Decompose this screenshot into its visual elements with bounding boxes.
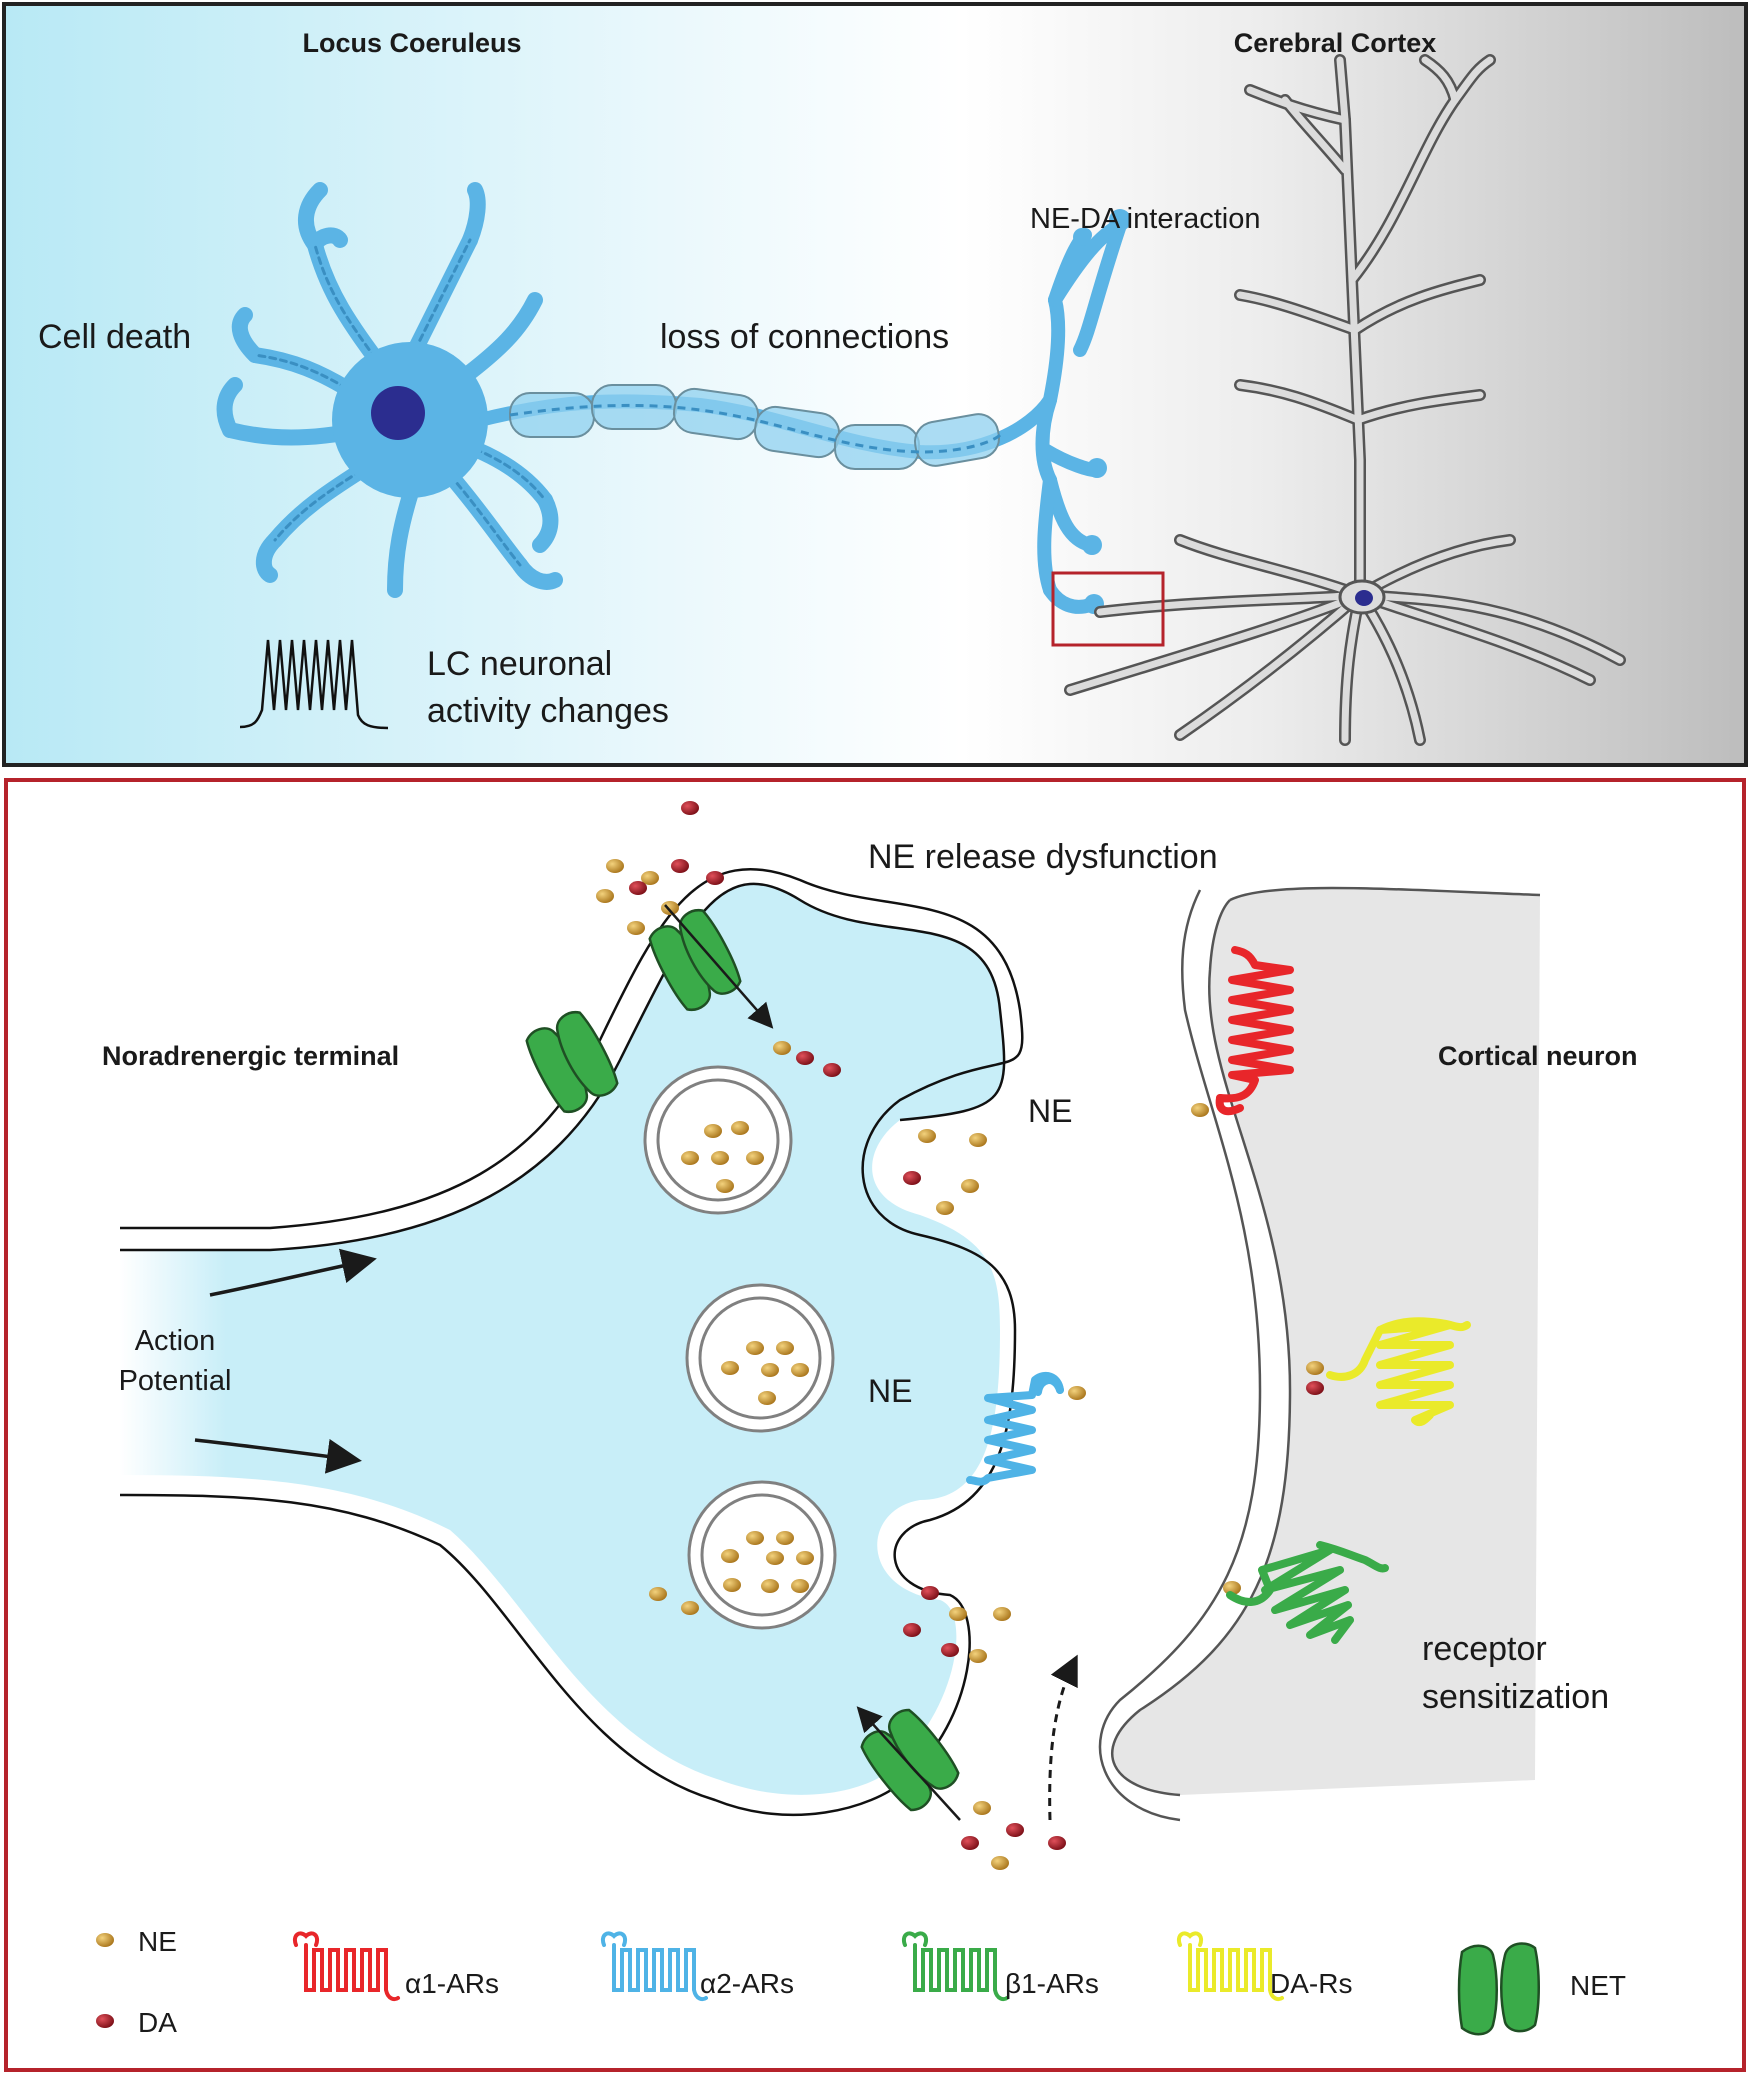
- ap-arrow-1: [209, 1248, 377, 1297]
- label-action: Action: [135, 1325, 216, 1357]
- label-cortical-neuron: Cortical neuron: [1438, 1041, 1638, 1071]
- legend-da-label: DA: [138, 2007, 177, 2038]
- dashed-arrow: [1048, 1654, 1078, 1821]
- beta1-receptor: [1226, 1541, 1389, 1644]
- label-potential: Potential: [119, 1365, 232, 1397]
- legend-alpha1-icon: [293, 1931, 400, 2001]
- legend-net-icon: [1457, 1942, 1540, 2036]
- reuptake-arrow: [856, 1706, 961, 1821]
- cortical-neuron: [1112, 888, 1540, 1795]
- label-sensitization: sensitization: [1422, 1678, 1609, 1716]
- label-ne-da-interaction: NE-DA interaction: [1030, 203, 1261, 235]
- alpha1-receptor: [1215, 946, 1294, 1116]
- lc-nucleus: [371, 386, 425, 440]
- legend-net-label: NET: [1570, 1970, 1626, 2001]
- alpha2-receptor: [966, 1371, 1064, 1486]
- lc-axon: [478, 209, 1131, 614]
- legend-dars-label: DA-Rs: [1270, 1968, 1352, 1999]
- dars-receptor: [1326, 1317, 1471, 1427]
- release-arrow: [664, 904, 774, 1029]
- legend-beta1-icon: [902, 1931, 1009, 2001]
- bottom-panel: NE release dysfunction Noradrenergic ter…: [4, 778, 1746, 2072]
- label-activity-line2: activity changes: [427, 692, 669, 730]
- label-noradrenergic-terminal: Noradrenergic terminal: [102, 1041, 399, 1071]
- terminal-membrane-outer: [119, 868, 1024, 1817]
- label-cell-death: Cell death: [38, 318, 191, 356]
- spike-trace: [239, 639, 389, 730]
- legend-alpha1-label: α1-ARs: [405, 1968, 499, 1999]
- cortical-membrane-outer: [1098, 889, 1262, 1822]
- label-loss-of-connections: loss of connections: [660, 318, 949, 356]
- label-release-dysfunction: NE release dysfunction: [868, 838, 1218, 876]
- label-receptor: receptor: [1422, 1630, 1547, 1668]
- label-ne-vesicle: NE: [868, 1373, 912, 1409]
- label-locus-coeruleus: Locus Coeruleus: [302, 28, 521, 58]
- ap-arrow-2: [194, 1438, 362, 1474]
- cortical-neuron-top: [1064, 54, 1626, 746]
- legend: NE DA α1-ARs α2-ARs β1-ARs DA-Rs: [96, 1926, 1626, 2038]
- vesicle-2: [685, 1283, 835, 1433]
- label-ne-cleft: NE: [1028, 1093, 1072, 1129]
- legend-beta1-label: β1-ARs: [1005, 1968, 1099, 1999]
- terminal-membrane-inner: [120, 882, 1006, 1252]
- label-activity-line1: LC neuronal: [427, 645, 612, 683]
- legend-dars-icon: [1177, 1931, 1284, 2001]
- label-cerebral-cortex: Cerebral Cortex: [1234, 28, 1437, 58]
- legend-ne-label: NE: [138, 1926, 177, 1957]
- synapse-highlight-box: [1051, 571, 1165, 647]
- vesicle-1: [643, 1065, 793, 1215]
- cortical-membrane-inner: [1111, 886, 1541, 1797]
- arrows: [194, 904, 1078, 1821]
- top-panel: Locus Coeruleus Cerebral Cortex Cell dea…: [2, 2, 1748, 767]
- legend-alpha2-label: α2-ARs: [700, 1968, 794, 1999]
- legend-alpha2-icon: [601, 1931, 708, 2001]
